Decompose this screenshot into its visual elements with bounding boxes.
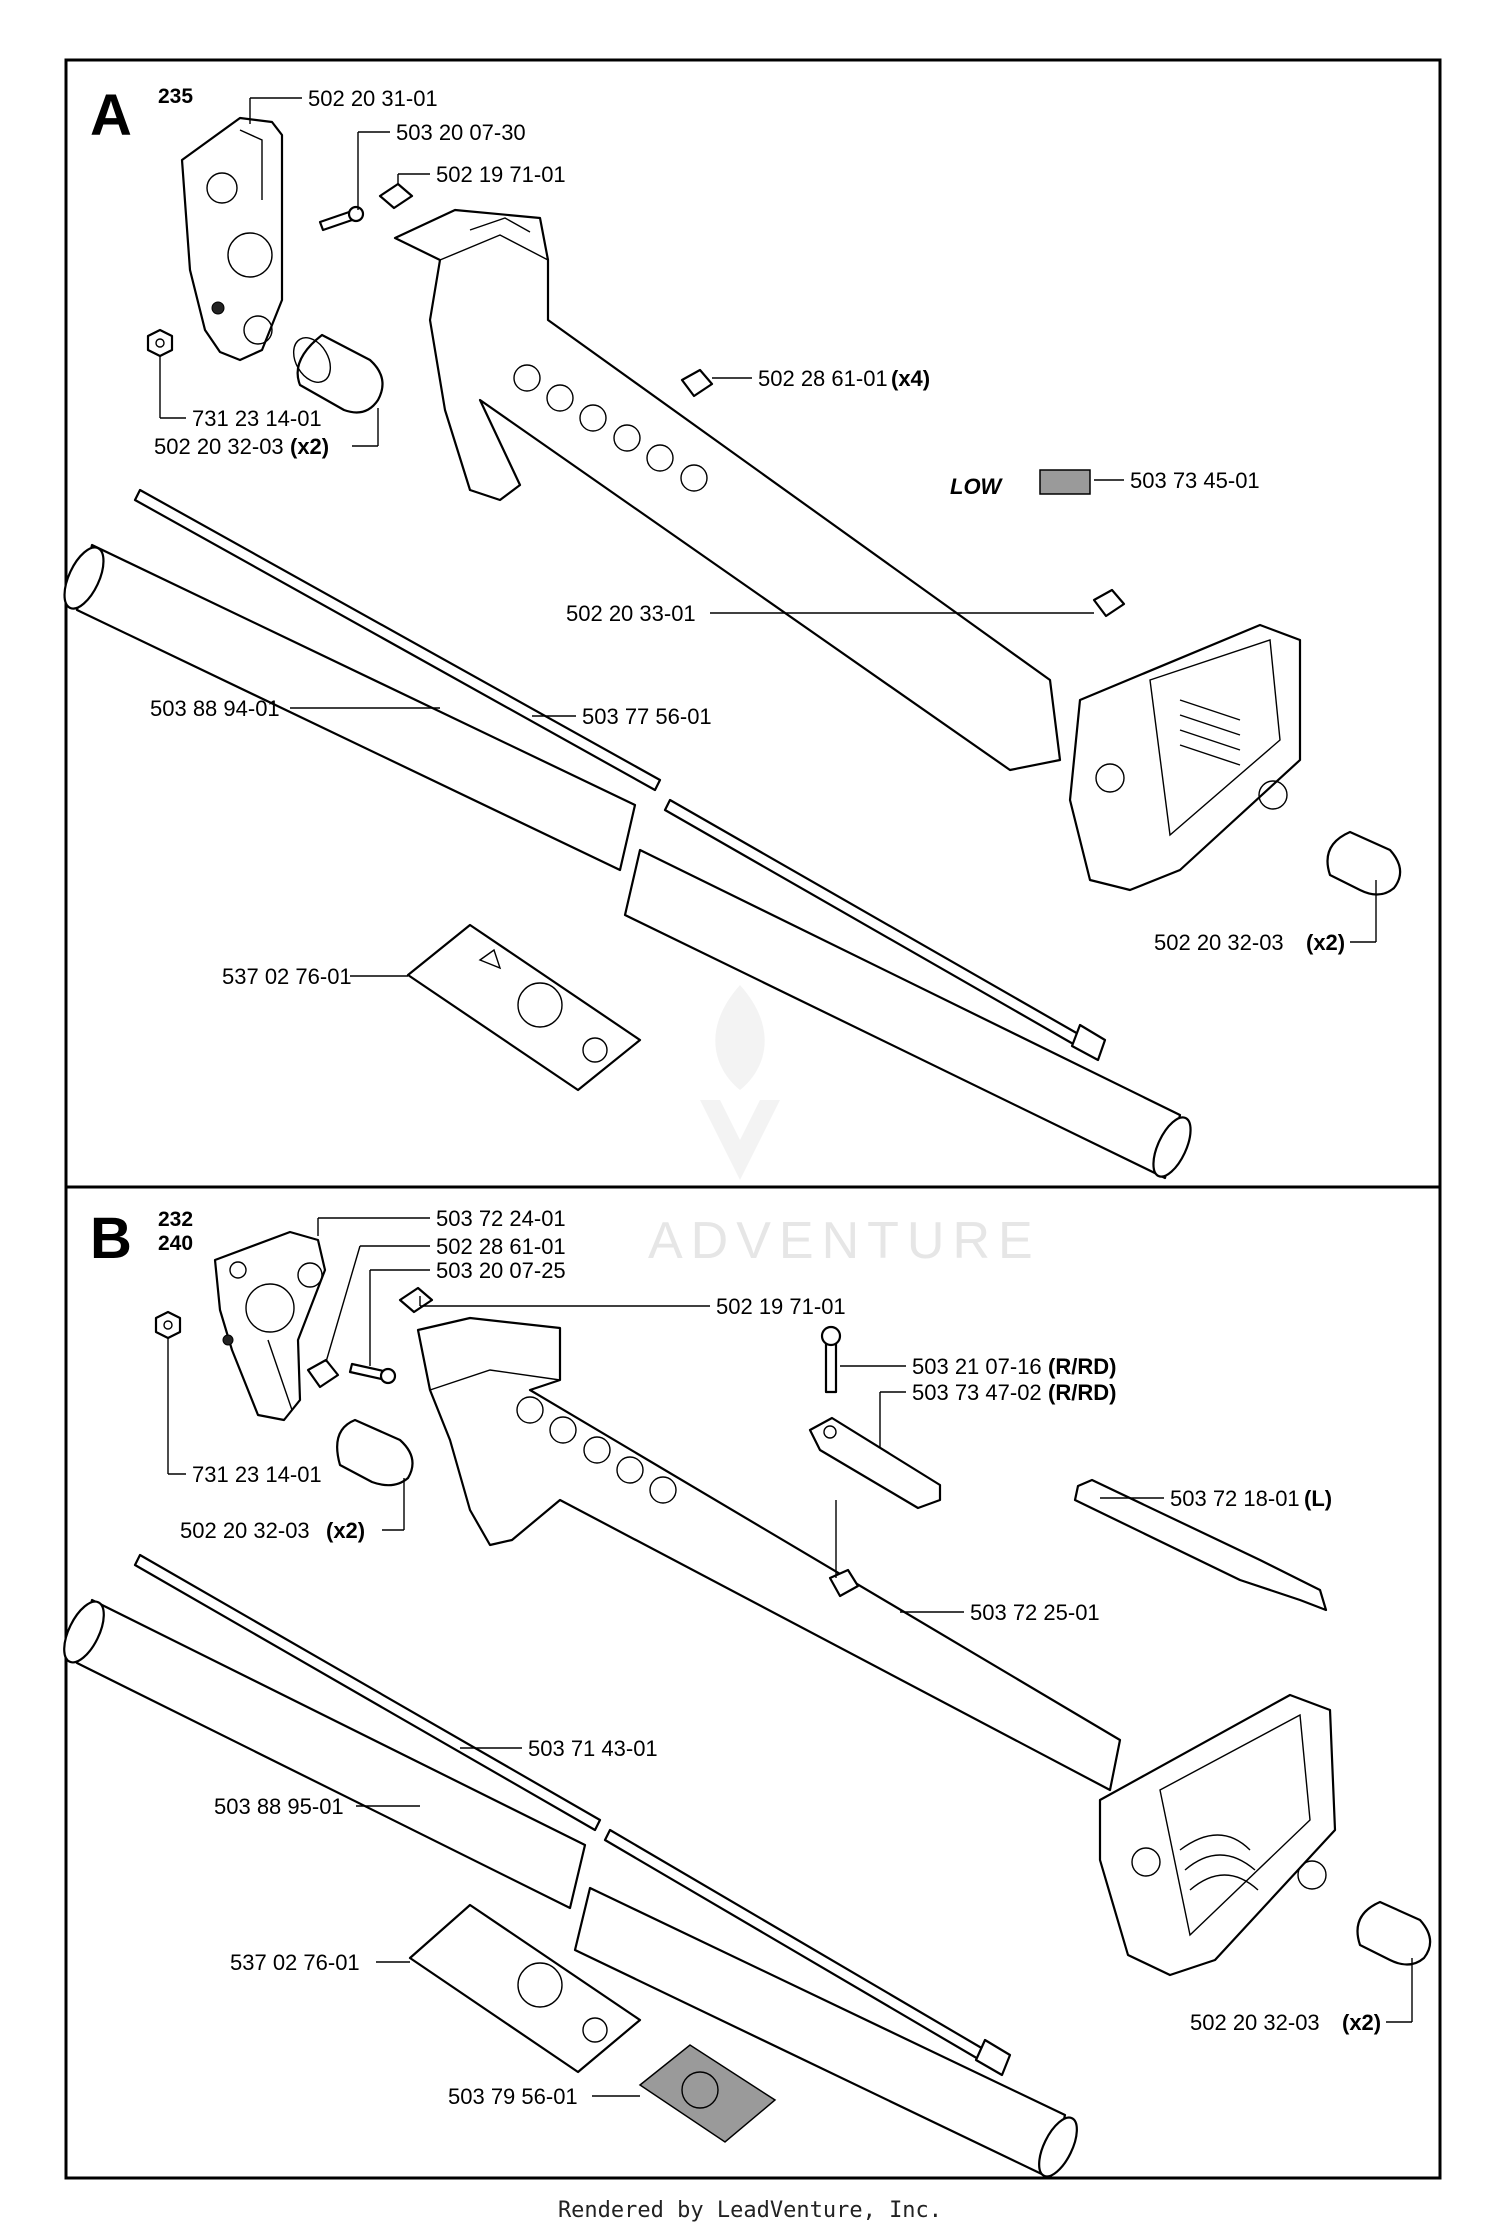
nut-a — [146, 328, 174, 358]
part-number-label: 503 73 45-01 — [1130, 468, 1260, 493]
section-b-model-1: 232 — [158, 1208, 193, 1231]
housing-a — [393, 208, 1062, 772]
section-b-letter: B — [90, 1206, 132, 1271]
part-number-label: 502 19 71-01 — [716, 1294, 846, 1319]
section-b-model-2: 240 — [158, 1232, 193, 1255]
cap-b-right — [1356, 1900, 1432, 1966]
part-number-label: 502 28 61-01 — [758, 366, 888, 391]
warning-decal-a — [406, 923, 642, 1092]
throttle-lever-b — [1073, 1478, 1328, 1612]
shaft-tube-a — [63, 543, 1192, 1180]
part-qty-label: (x2) — [326, 1518, 365, 1543]
part-qty-label: (x2) — [290, 434, 329, 459]
section-a-model: 235 — [158, 85, 193, 108]
clip-a-2 — [1092, 588, 1126, 618]
part-number-label: 503 20 07-30 — [396, 120, 526, 145]
watermark-logo — [700, 985, 780, 1180]
part-number-label: 502 19 71-01 — [436, 162, 566, 187]
screw-b — [348, 1362, 397, 1385]
cap-a-right — [1326, 830, 1402, 896]
part-number-label: 503 71 43-01 — [528, 1736, 658, 1761]
drive-shaft-a — [133, 488, 1107, 1062]
cap-a-left — [292, 333, 384, 414]
square-nut-b — [398, 1286, 434, 1314]
part-number-label: 503 72 18-01 — [1170, 1486, 1300, 1511]
part-qty-label: LOW — [950, 474, 1004, 499]
part-qty-label: (R/RD) — [1048, 1380, 1116, 1405]
part-number-label: 502 20 31-01 — [308, 86, 438, 111]
gear-housing-a — [1068, 623, 1302, 892]
clip-b — [306, 1358, 340, 1389]
part-number-label: 502 20 32-03 — [154, 434, 284, 459]
housing-b — [416, 1316, 1122, 1792]
part-qty-label: (R/RD) — [1048, 1354, 1116, 1379]
handle-bracket-b — [213, 1230, 327, 1422]
part-number-label: 503 73 47-02 — [912, 1380, 1042, 1405]
diagram-frame — [64, 58, 1442, 2180]
safety-decal-b — [638, 2044, 777, 2143]
watermark-text: ADVENTURE — [648, 1212, 1041, 1270]
part-number-label: 503 77 56-01 — [582, 704, 712, 729]
part-number-label: 731 23 14-01 — [192, 1462, 322, 1487]
drive-shaft-b — [133, 1553, 1012, 2077]
part-number-label: 502 20 33-01 — [566, 601, 696, 626]
part-number-label: 502 20 32-03 — [1190, 2010, 1320, 2035]
cable-clip-b — [828, 1500, 860, 1598]
part-qty-label: (x2) — [1342, 2010, 1381, 2035]
low-decal-logo: LOW — [950, 469, 1091, 499]
part-qty-label: (x2) — [1306, 930, 1345, 955]
part-number-label: 502 28 61-01 — [436, 1234, 566, 1259]
cap-b-left — [336, 1418, 414, 1487]
part-qty-label: (x4) — [891, 366, 930, 391]
part-number-label: 503 88 94-01 — [150, 696, 280, 721]
section-a-letter: A — [90, 83, 132, 148]
part-number-label: 537 02 76-01 — [230, 1950, 360, 1975]
square-nut-a — [378, 182, 414, 210]
throttle-bracket-b — [808, 1416, 942, 1510]
part-number-label: 502 20 32-03 — [180, 1518, 310, 1543]
handle-bracket-a — [180, 116, 284, 362]
part-number-label: 503 72 24-01 — [436, 1206, 566, 1231]
part-number-label: 503 21 07-16 — [912, 1354, 1042, 1379]
gear-housing-b — [1098, 1693, 1337, 1977]
screw-a — [318, 205, 365, 232]
part-number-label: 537 02 76-01 — [222, 964, 352, 989]
shaft-tube-b — [63, 1598, 1078, 2180]
callouts-a: 502 20 31-01 503 20 07-30 502 19 71-01 5… — [150, 86, 1377, 989]
warning-decal-b — [408, 1903, 642, 2074]
nut-b — [154, 1310, 182, 1340]
footer-credit: Rendered by LeadVenture, Inc. — [557, 2198, 943, 2223]
part-number-label: 503 79 56-01 — [448, 2084, 578, 2109]
part-number-label: 503 88 95-01 — [214, 1794, 344, 1819]
part-qty-label: (L) — [1304, 1486, 1332, 1511]
callouts-b: 503 72 24-01 502 28 61-01 503 20 07-25 5… — [167, 1206, 1413, 2109]
clip-a — [680, 368, 714, 398]
part-number-label: 503 72 25-01 — [970, 1600, 1100, 1625]
part-number-label: 502 20 32-03 — [1154, 930, 1284, 955]
part-number-label: 731 23 14-01 — [192, 406, 322, 431]
part-number-label: 503 20 07-25 — [436, 1258, 566, 1283]
throttle-screw-b — [820, 1325, 842, 1394]
